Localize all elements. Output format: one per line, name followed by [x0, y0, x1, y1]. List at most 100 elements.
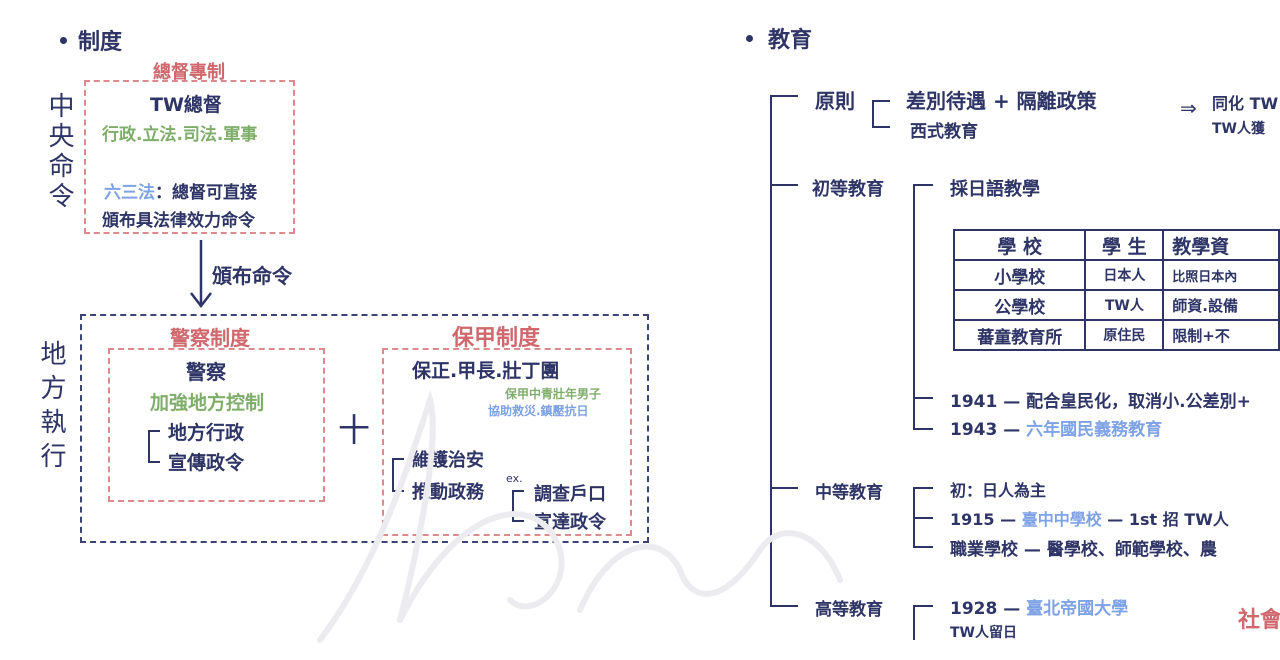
table-cell: 日本人 — [1084, 259, 1165, 291]
baojia-item-2: 推動政務 — [412, 482, 484, 503]
table-cell: 限制+不 — [1162, 319, 1280, 351]
law-63-line: 六三法：總督可直接 — [104, 178, 257, 203]
central-order-text: 中央命令 — [44, 92, 74, 212]
law-63-desc1: ：總督可直接 — [155, 183, 257, 203]
table-cell: 師資.設備 — [1162, 289, 1280, 321]
table-cell: 小學校 — [952, 259, 1087, 291]
secondary-item-1: 初：日人為主 — [950, 481, 1047, 500]
principle-result-1: 同化 TW — [1212, 94, 1279, 113]
table-cell: 原住民 — [1084, 319, 1165, 351]
higher-1928-school: 臺北帝國大學 — [1026, 599, 1129, 619]
governor-powers: 行政.立法.司法.軍事 — [102, 125, 258, 145]
table-header-student: 學 生 — [1084, 229, 1165, 261]
baojia-ex-bracket-h2 — [512, 520, 524, 522]
primary-tick-1 — [913, 184, 933, 186]
central-order-label: 中央命令 — [42, 92, 74, 221]
police-system-title: 警察制度 — [170, 326, 250, 350]
table-header-school: 學 校 — [952, 229, 1087, 261]
police-bracket-h2 — [148, 461, 160, 463]
primary-1943-year: 1943 — — [950, 420, 1021, 440]
primary-1941: 1941 — 配合皇民化，取消小.公差別+ — [950, 392, 1251, 412]
baojia-ex-bracket-v — [512, 490, 514, 522]
principle-bracket-v — [872, 100, 874, 128]
principle-label: 原則 — [815, 89, 855, 113]
bullet-dot — [746, 35, 753, 42]
issue-order-label: 頒布命令 — [212, 264, 292, 288]
principle-item-1: 差別待遇 + 隔離政策 — [906, 89, 1097, 113]
baojia-ex-item-1: 調查戶口 — [534, 484, 606, 505]
education-spine — [770, 95, 772, 607]
section-heading-education: 教育 — [768, 28, 813, 53]
section-heading-system: 制度 — [78, 30, 123, 55]
down-arrow-icon — [190, 240, 212, 309]
primary-edu-label: 初等教育 — [812, 179, 884, 200]
law-63-name: 六三法 — [104, 183, 155, 203]
higher-tick-1 — [913, 605, 933, 607]
secondary-1915-line: 1915 — 臺中中學校 — 1st 招 TW人 — [950, 506, 1229, 530]
higher-spine — [913, 605, 915, 640]
police-bracket-v — [148, 430, 150, 463]
principle-item-2: 西式教育 — [910, 122, 978, 142]
police-role: 加強地方控制 — [150, 392, 265, 414]
secondary-tick-1 — [913, 487, 933, 489]
baojia-bracket-h2 — [392, 490, 404, 492]
spine-tick-principle — [770, 95, 798, 97]
baojia-note-2: 協助救災.鎮壓抗日 — [488, 404, 589, 418]
baojia-members: 保正.甲長.壯丁團 — [412, 360, 560, 382]
bullet-dot — [60, 37, 67, 44]
baojia-bracket-v — [392, 458, 394, 492]
plus-sign: 十 — [338, 411, 371, 449]
secondary-1915-year: 1915 — — [950, 510, 1017, 529]
principle-arrow-icon: ⇒ — [1180, 96, 1197, 120]
table-row: 小學校 日本人 比照日本內 — [952, 259, 1280, 291]
table-cell: TW人 — [1084, 289, 1165, 321]
table-cell: 公學校 — [952, 289, 1087, 321]
secondary-1915-rest: — 1st 招 TW人 — [1107, 510, 1229, 529]
school-table: 學 校 學 生 教學資 小學校 日本人 比照日本內 公學校 TW人 師資.設備 … — [952, 229, 1280, 351]
baojia-system-title: 保甲制度 — [452, 326, 541, 351]
primary-1943-line: 1943 — 六年國民義務教育 — [950, 415, 1162, 440]
governor-autocracy-title: 總督專制 — [153, 62, 225, 83]
higher-study-abroad: TW人留日 — [950, 625, 1017, 641]
primary-spine — [913, 184, 915, 430]
primary-1943-text: 六年國民義務教育 — [1026, 420, 1163, 440]
higher-edu-label: 高等教育 — [815, 600, 883, 620]
baojia-ex-item-2: 宣達政令 — [534, 512, 606, 533]
table-cell: 比照日本內 — [1162, 259, 1280, 291]
baojia-ex-bracket-h1 — [512, 490, 524, 492]
table-row: 蕃童教育所 原住民 限制+不 — [952, 319, 1280, 351]
local-exec-label: 地方執行 — [34, 340, 66, 485]
police-bracket-h1 — [148, 430, 160, 432]
secondary-1915-school: 臺中中學校 — [1021, 510, 1102, 529]
spine-tick-primary — [770, 184, 798, 186]
secondary-edu-label: 中等教育 — [815, 483, 883, 503]
higher-1928-line: 1928 — 臺北帝國大學 — [950, 594, 1128, 619]
higher-1928-year: 1928 — — [950, 599, 1021, 619]
police-name: 警察 — [186, 360, 226, 384]
table-header-row: 學 校 學 生 教學資 — [952, 229, 1280, 261]
primary-tick-3 — [913, 428, 933, 430]
local-exec-text: 地方執行 — [36, 340, 66, 476]
baojia-item-1: 維護治安 — [412, 450, 484, 471]
spine-tick-secondary — [770, 487, 798, 489]
principle-result-2: TW人獲 — [1212, 121, 1265, 137]
principle-bracket-h2 — [872, 126, 890, 128]
tw-governor: TW總督 — [150, 94, 222, 116]
table-cell: 蕃童教育所 — [952, 319, 1087, 351]
secondary-tick-3 — [913, 546, 933, 548]
table-header-resource: 教學資 — [1162, 229, 1280, 261]
social-edu-cut-label: 社會 — [1238, 608, 1280, 633]
primary-tick-2 — [913, 397, 933, 399]
secondary-vocational: 職業學校 — 醫學校、師範學校、農 — [950, 540, 1217, 560]
police-item-1: 地方行政 — [168, 422, 245, 444]
baojia-ex-label: ex. — [506, 472, 523, 485]
secondary-tick-2 — [913, 517, 933, 519]
spine-tick-higher — [770, 605, 798, 607]
law-63-desc2: 頒布具法律效力命令 — [102, 211, 255, 231]
baojia-note-1: 保甲中青壯年男子 — [505, 387, 602, 401]
central-box — [84, 80, 295, 234]
baojia-bracket-h1 — [392, 458, 404, 460]
table-row: 公學校 TW人 師資.設備 — [952, 289, 1280, 321]
principle-bracket-h1 — [872, 100, 890, 102]
primary-item: 採日語教學 — [950, 179, 1040, 200]
